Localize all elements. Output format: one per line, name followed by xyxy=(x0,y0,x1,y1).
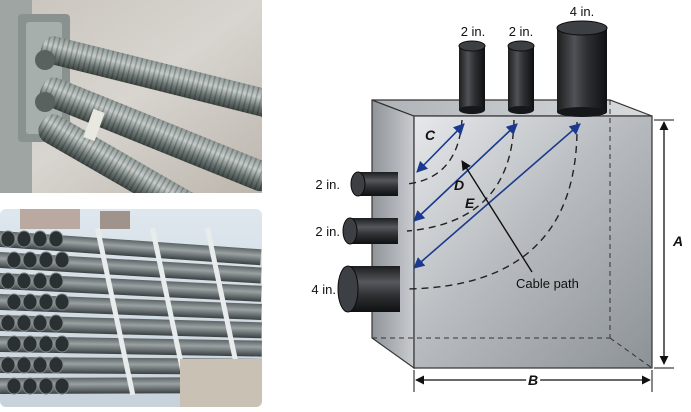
pipe-end xyxy=(48,272,64,290)
side-conduit-2 xyxy=(342,217,398,245)
pipe-end xyxy=(22,251,38,269)
pipe-end xyxy=(32,314,48,332)
top-conduit-label-1: 2 in. xyxy=(461,24,486,39)
pipe-row xyxy=(0,231,262,266)
conduit-junction-image xyxy=(0,0,262,193)
pipe-end xyxy=(38,251,54,269)
pvc-pipes-stack-photo xyxy=(0,209,262,407)
pull-box-diagram: 2 in. 2 in. 4 in. 2 in. 2 in. 4 in. C D … xyxy=(262,0,691,407)
side-conduit-label-1: 2 in. xyxy=(315,177,340,192)
pipe-end xyxy=(0,272,16,290)
pipe-end xyxy=(16,272,32,290)
strapping-band xyxy=(95,227,136,396)
box-front-face xyxy=(413,115,653,369)
top-conduit-label-3: 4 in. xyxy=(570,4,595,19)
pipe-end xyxy=(0,230,16,248)
pipe-end xyxy=(16,314,32,332)
pipe-end xyxy=(54,377,70,395)
side-conduit-3 xyxy=(337,265,400,313)
pipe-end xyxy=(38,293,54,311)
side-conduit-label-2: 2 in. xyxy=(315,224,340,239)
pipe-end xyxy=(6,377,22,395)
pipe-end xyxy=(22,293,38,311)
dimension-a-label: A xyxy=(672,233,683,249)
dimension-d-label: D xyxy=(454,177,464,193)
top-conduit-3 xyxy=(556,20,608,117)
top-conduit-1 xyxy=(458,40,486,114)
pipe-end xyxy=(32,272,48,290)
pipes-stack-image xyxy=(0,209,262,407)
dimension-b-label: B xyxy=(528,372,538,388)
pipe-end xyxy=(6,293,22,311)
pipe-end xyxy=(6,251,22,269)
pipe-end xyxy=(54,335,70,353)
conduit-junction-photo xyxy=(0,0,262,193)
pipe-end xyxy=(16,356,32,374)
top-conduit-2 xyxy=(507,40,535,114)
pipe-row xyxy=(0,315,262,339)
pipe-end xyxy=(54,293,70,311)
dimension-e-label: E xyxy=(465,195,475,211)
pipe-row xyxy=(0,273,262,302)
pipe-end xyxy=(32,356,48,374)
pipe-end xyxy=(16,230,32,248)
strapping-band xyxy=(205,227,246,396)
pipe-end xyxy=(38,335,54,353)
top-conduit-label-2: 2 in. xyxy=(509,24,534,39)
dimension-c-label: C xyxy=(425,127,436,143)
cable-path-label: Cable path xyxy=(516,276,579,291)
pipe-end xyxy=(38,377,54,395)
pipe-end xyxy=(32,230,48,248)
pipe-end xyxy=(6,335,22,353)
pipe-end xyxy=(48,314,64,332)
pipe-end xyxy=(22,335,38,353)
pipe-end xyxy=(22,377,38,395)
pipe-end xyxy=(54,251,70,269)
side-conduit-1 xyxy=(350,171,398,197)
side-conduit-label-3: 4 in. xyxy=(311,282,336,297)
dimension-e-arrow xyxy=(413,123,581,269)
strapping-band xyxy=(149,227,191,396)
pipe-end xyxy=(0,356,16,374)
pipe-end xyxy=(48,230,64,248)
pipe-end xyxy=(48,356,64,374)
pull-box-svg: 2 in. 2 in. 4 in. 2 in. 2 in. 4 in. C D … xyxy=(311,4,683,392)
cable-path-pointer xyxy=(461,160,533,273)
pipe-end xyxy=(0,314,16,332)
